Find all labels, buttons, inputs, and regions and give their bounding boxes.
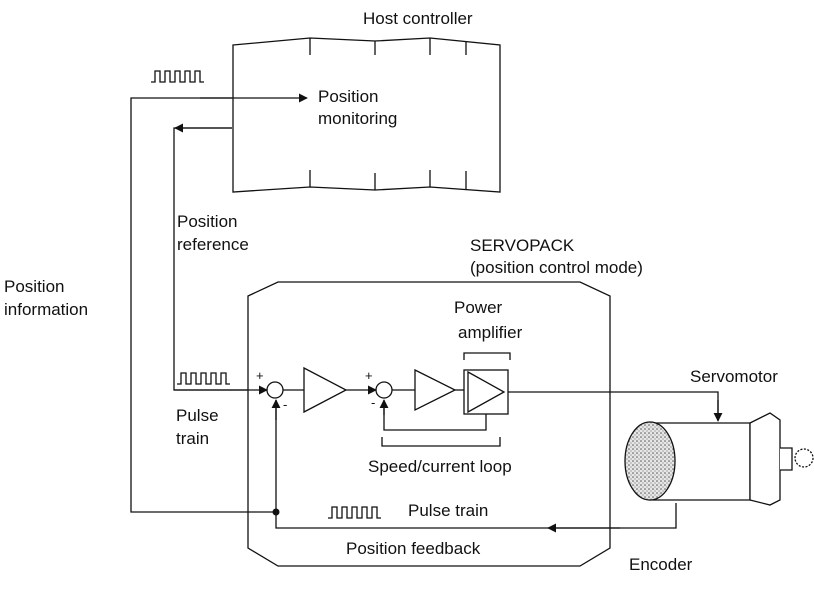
position-gain-triangle xyxy=(303,366,348,414)
servomotor-label: Servomotor xyxy=(690,367,778,386)
host-controller-title: Host controller xyxy=(363,9,473,28)
position-feedback-label: Position feedback xyxy=(346,539,481,558)
pulse-train-icon-feedback xyxy=(328,506,381,519)
servopack-title-line1: SERVOPACK xyxy=(470,236,575,255)
motor-drive-line xyxy=(508,391,719,418)
position-reference-line2: reference xyxy=(177,235,249,254)
position-information-line xyxy=(130,97,276,513)
position-reference-line xyxy=(173,127,248,391)
pulse-train-input-line2: train xyxy=(176,429,210,448)
pulse-train-input-line1: Pulse xyxy=(176,406,219,425)
power-amplifier-line2: amplifier xyxy=(458,323,523,342)
sum1-plus-sign: + xyxy=(256,368,264,383)
encoder-label: Encoder xyxy=(629,555,693,574)
host-controller-block xyxy=(232,37,501,193)
position-monitoring-line1: Position xyxy=(318,87,379,106)
servomotor-illustration xyxy=(624,412,814,506)
pulse-train-icon-top xyxy=(151,70,204,83)
sum2-plus-sign: + xyxy=(365,368,373,383)
pulse-train-feedback-label: Pulse train xyxy=(408,501,489,520)
position-information-line1: Position xyxy=(4,277,65,296)
power-amplifier-bracket xyxy=(463,352,511,360)
sum1-minus-sign: - xyxy=(283,397,288,412)
servopack-title-line2: (position control mode) xyxy=(470,258,643,277)
position-feedback-line xyxy=(275,400,677,529)
position-information-line2: information xyxy=(4,300,89,319)
host-controller-ridges xyxy=(309,38,467,190)
position-monitoring-line2: monitoring xyxy=(318,109,398,128)
summing-junction-2 xyxy=(375,381,393,399)
speed-current-loop-bracket xyxy=(381,437,501,447)
speed-gain-triangle xyxy=(414,368,457,412)
summing-junction-1 xyxy=(266,381,284,399)
servopack-block xyxy=(247,281,611,567)
sum2-minus-sign: - xyxy=(371,395,376,410)
power-amplifier-line1: Power xyxy=(454,298,503,317)
speed-current-loop-label: Speed/current loop xyxy=(368,457,512,476)
pulse-train-icon-input xyxy=(177,372,230,385)
power-amplifier-box xyxy=(463,369,509,415)
speed-current-loop-line xyxy=(383,401,487,431)
motor-shaft-icon xyxy=(794,448,814,468)
position-reference-line1: Position xyxy=(177,212,238,231)
feedback-branch-dot xyxy=(272,508,280,516)
